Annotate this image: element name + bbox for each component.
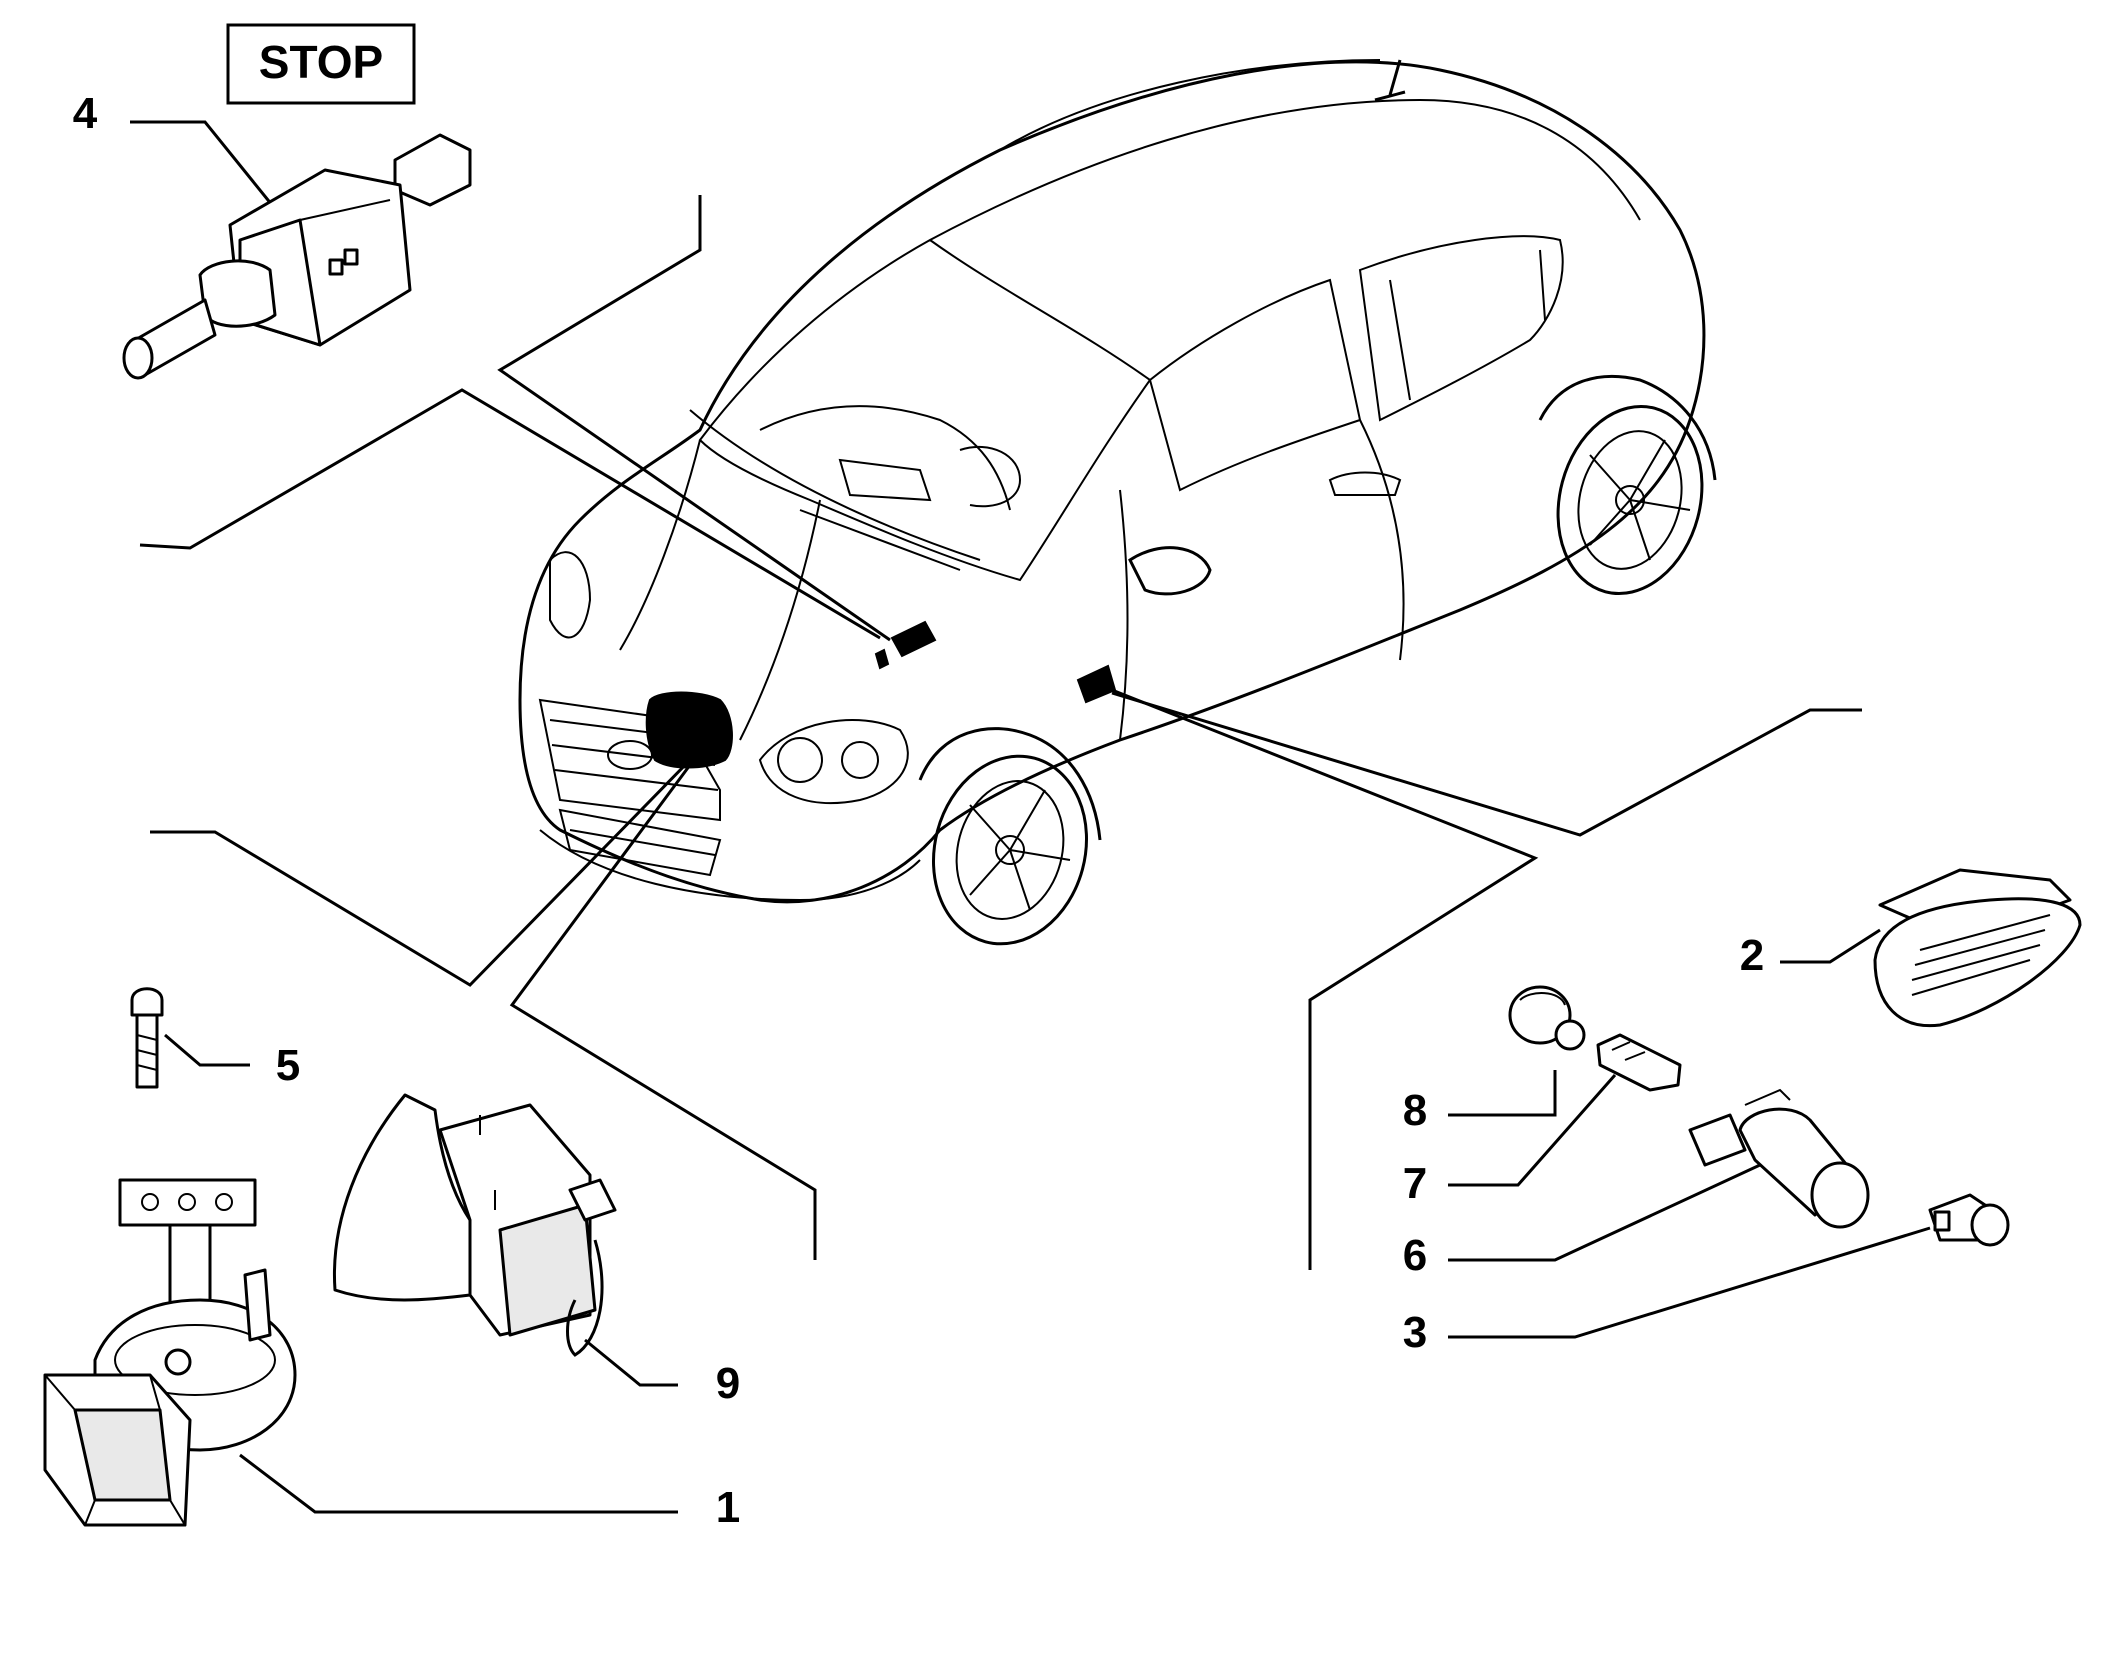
horn-disc-icon — [43, 1178, 297, 1527]
leader-4-b — [139, 388, 881, 640]
leader-8 — [1448, 1070, 1557, 1117]
lamp-holder-icon — [1688, 1088, 1870, 1229]
bulb-icon — [1928, 1193, 2010, 1247]
leader-7 — [1448, 1074, 1617, 1187]
bolt-icon — [130, 987, 164, 1089]
stop-header: STOP — [226, 23, 416, 105]
leader-3 — [1448, 1226, 1931, 1339]
callout-7: 7 — [1403, 1159, 1427, 1208]
leader-5 — [164, 1033, 250, 1067]
leader-9 — [584, 1338, 678, 1387]
leader-6 — [1448, 1163, 1761, 1262]
leader-4 — [130, 120, 274, 206]
stop-header-label: STOP — [259, 36, 383, 88]
side-repeater-lamp-icon — [1873, 868, 2082, 1028]
callout-3: 3 — [1403, 1308, 1427, 1357]
stop-header-frame — [226, 23, 416, 105]
callout-8: 8 — [1403, 1086, 1427, 1135]
leader-horn-b — [509, 764, 817, 1260]
callout-6: 6 — [1403, 1231, 1427, 1280]
stop-light-switch-icon — [122, 133, 472, 380]
leader-lines — [130, 120, 1931, 1514]
callout-4: 4 — [73, 89, 98, 138]
callout-9: 9 — [716, 1359, 740, 1408]
callouts: 4 2 5 8 7 6 3 9 1 — [73, 89, 1764, 1532]
leader-side-a — [1111, 691, 1862, 837]
terminal-clip-icon — [1596, 1033, 1682, 1092]
callout-5: 5 — [276, 1041, 300, 1090]
leader-2 — [1780, 928, 1881, 964]
leader-horn-a — [150, 758, 692, 987]
leader-1 — [239, 1453, 678, 1514]
callout-1: 1 — [716, 1483, 740, 1532]
hatchback-car-icon — [518, 59, 1717, 946]
grommet-icon — [1508, 985, 1586, 1051]
leader-4-a — [497, 195, 891, 642]
callout-2: 2 — [1740, 931, 1764, 980]
horn-trumpet-icon — [332, 1093, 617, 1357]
leader-side-b — [1111, 688, 1539, 1270]
